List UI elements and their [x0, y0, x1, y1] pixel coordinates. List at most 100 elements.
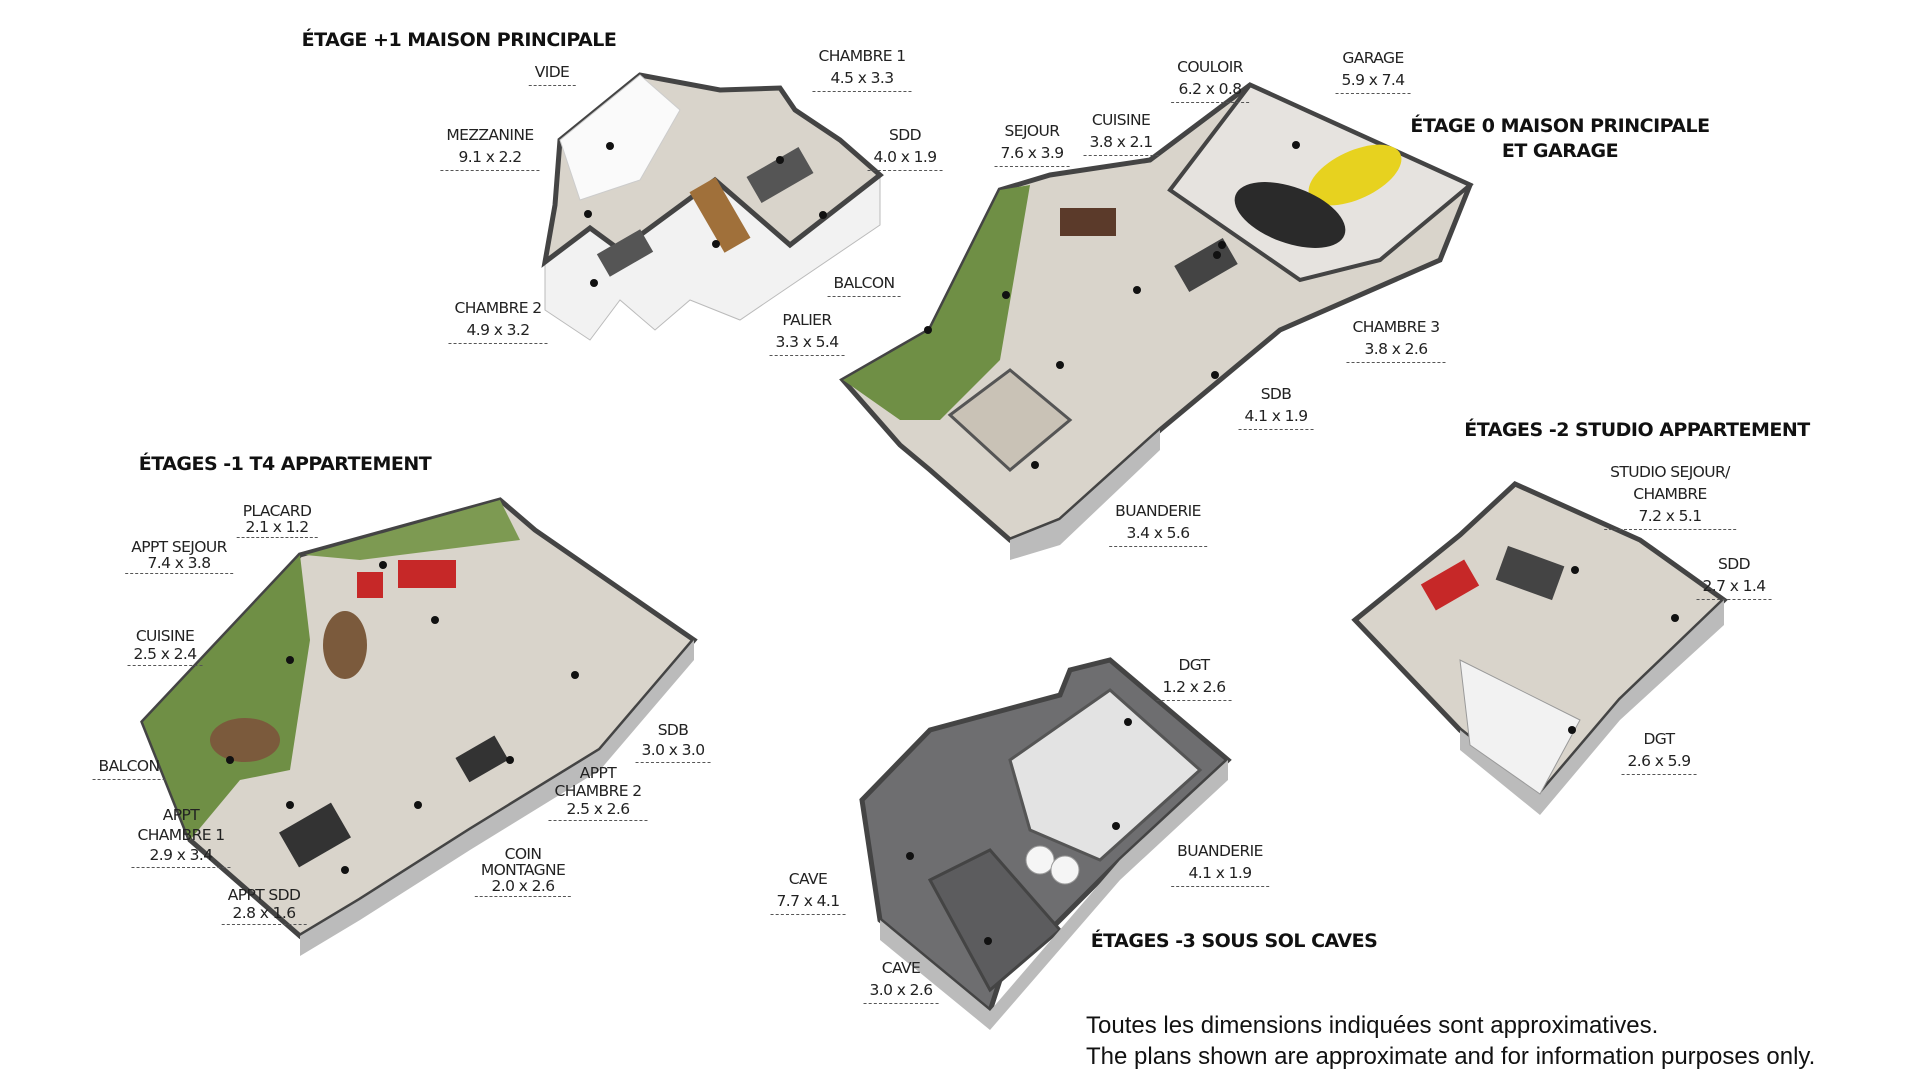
- room-label-dgt: DGT 2.6 x 5.9: [1621, 728, 1697, 775]
- room-name: CUISINE: [135, 627, 195, 645]
- room-label-garage: GARAGE 5.9 x 7.4: [1335, 47, 1411, 94]
- room-name: SDD: [889, 126, 922, 144]
- room-name-line1: APPT: [162, 806, 200, 824]
- room-name: SDD: [1718, 555, 1751, 573]
- disclaimer-fr: Toutes les dimensions indiquées sont app…: [1086, 1012, 1659, 1039]
- room-name: VIDE: [534, 63, 570, 81]
- room-dimensions: 5.9 x 7.4: [1341, 71, 1406, 89]
- room-label-vide: VIDE: [528, 61, 576, 86]
- room-name: CHAMBRE 2: [454, 299, 542, 317]
- room-name: SEJOUR: [1004, 122, 1061, 140]
- room-dimensions: 7.6 x 3.9: [1000, 144, 1065, 162]
- room-name: APPT SEJOUR: [131, 538, 227, 556]
- room-name: SDB: [1260, 385, 1292, 403]
- room-name: COULOIR: [1177, 58, 1243, 76]
- room-label-palier: PALIER 3.3 x 5.4: [769, 309, 845, 356]
- room-label-chambre-3: CHAMBRE 3 3.8 x 2.6: [1346, 316, 1446, 363]
- room-name: PALIER: [782, 311, 832, 329]
- room-name: CHAMBRE 3: [1352, 318, 1440, 336]
- room-name: APPT SDD: [227, 886, 301, 904]
- room-dimensions: 2.1 x 1.2: [245, 518, 310, 536]
- floor-minus2-title: ÉTAGES -2 STUDIO APPARTEMENT: [1464, 419, 1810, 441]
- room-label-sdd: SDD 4.0 x 1.9: [867, 124, 943, 171]
- room-dimensions: 4.1 x 1.9: [1244, 407, 1309, 425]
- room-label-sdd: SDD 2.7 x 1.4: [1696, 553, 1772, 600]
- room-dimensions: 4.9 x 3.2: [466, 321, 531, 339]
- room-name: DGT: [1643, 730, 1675, 748]
- floor-0-title-line1: ÉTAGE 0 MAISON PRINCIPALE: [1410, 115, 1710, 137]
- room-name-line2: CHAMBRE 2: [554, 782, 642, 800]
- room-dimensions: 4.1 x 1.9: [1188, 864, 1253, 882]
- room-label-chambre-2: CHAMBRE 2 4.9 x 3.2: [448, 297, 548, 344]
- room-dimensions: 3.8 x 2.6: [1364, 340, 1429, 358]
- room-label-balcon: BALCON: [827, 272, 901, 297]
- room-name-line2: MONTAGNE: [480, 861, 566, 879]
- room-dimensions: 4.0 x 1.9: [873, 148, 938, 166]
- room-label-sdb: SDB 3.0 x 3.0: [635, 720, 711, 763]
- room-name-line1: COIN: [504, 845, 542, 863]
- room-label-buanderie: BUANDERIE 3.4 x 5.6: [1109, 500, 1207, 547]
- disclaimer-en: The plans shown are approximate and for …: [1086, 1043, 1816, 1070]
- room-label-sdb: SDB 4.1 x 1.9: [1238, 383, 1314, 430]
- room-dimensions: 7.2 x 5.1: [1638, 507, 1703, 525]
- room-label-cuisine: CUISINE 3.8 x 2.1: [1083, 109, 1159, 156]
- room-dimensions: 3.3 x 5.4: [775, 333, 840, 351]
- room-dimensions: 2.5 x 2.6: [566, 800, 631, 818]
- room-markers: [226, 141, 1679, 945]
- room-dimensions: 1.2 x 2.6: [1162, 678, 1227, 696]
- floor-minus1-plan: [140, 497, 698, 956]
- room-dimensions: 7.4 x 3.8: [147, 554, 212, 572]
- room-name: SDB: [657, 721, 689, 739]
- room-name: BUANDERIE: [1115, 502, 1201, 520]
- room-name: BUANDERIE: [1177, 842, 1263, 860]
- room-name: PLACARD: [242, 502, 312, 520]
- floor-minus3-plan: [859, 657, 1232, 1030]
- room-dimensions: 3.0 x 2.6: [869, 981, 934, 999]
- room-dimensions: 4.5 x 3.3: [830, 69, 895, 87]
- room-dimensions: 2.7 x 1.4: [1702, 577, 1767, 595]
- room-dimensions: 2.5 x 2.4: [133, 645, 198, 663]
- floor-plus1-title: ÉTAGE +1 MAISON PRINCIPALE: [301, 29, 617, 51]
- floor-0-title-line2: ET GARAGE: [1501, 140, 1619, 162]
- room-name-line2: CHAMBRE 1: [137, 826, 225, 844]
- room-name: GARAGE: [1342, 49, 1404, 67]
- room-name: BALCON: [833, 274, 895, 292]
- room-name: BALCON: [98, 757, 160, 775]
- room-dimensions: 2.8 x 1.6: [232, 904, 297, 922]
- room-name: CAVE: [881, 959, 921, 977]
- room-dimensions: 6.2 x 0.8: [1178, 80, 1243, 98]
- room-label-cave: CAVE 3.0 x 2.6: [863, 957, 939, 1004]
- room-name-line1: APPT: [579, 764, 617, 782]
- room-label-dgt: DGT 1.2 x 2.6: [1156, 654, 1232, 701]
- room-dimensions: 2.9 x 3.4: [149, 846, 214, 864]
- room-name: DGT: [1178, 656, 1210, 674]
- room-dimensions: 2.0 x 2.6: [491, 877, 556, 895]
- room-dimensions: 2.6 x 5.9: [1627, 752, 1692, 770]
- room-name-line1: STUDIO SEJOUR/: [1610, 463, 1730, 481]
- room-name: MEZZANINE: [446, 126, 534, 144]
- room-dimensions: 3.4 x 5.6: [1126, 524, 1191, 542]
- room-label-mezzanine: MEZZANINE 9.1 x 2.2: [440, 124, 540, 171]
- room-label-appt-chambre-1: APPT CHAMBRE 1 2.9 x 3.4: [131, 805, 231, 868]
- floor-0-title: ÉTAGE 0 MAISON PRINCIPALE ET GARAGE: [1410, 114, 1710, 164]
- room-label-balcon: BALCON: [92, 755, 166, 780]
- room-name: CAVE: [788, 870, 828, 888]
- floor-minus1-title: ÉTAGES -1 T4 APPARTEMENT: [138, 453, 432, 475]
- floor-minus3-title: ÉTAGES -3 SOUS SOL CAVES: [1090, 930, 1378, 952]
- room-label-sejour: SEJOUR 7.6 x 3.9: [994, 120, 1070, 167]
- room-dimensions: 3.8 x 2.1: [1089, 133, 1154, 151]
- room-label-couloir: COULOIR 6.2 x 0.8: [1171, 56, 1249, 103]
- floor-0-plan: [839, 82, 1474, 560]
- room-label-buanderie: BUANDERIE 4.1 x 1.9: [1171, 840, 1269, 887]
- room-name: CUISINE: [1091, 111, 1151, 129]
- room-dimensions: 9.1 x 2.2: [458, 148, 523, 166]
- room-dimensions: 3.0 x 3.0: [641, 741, 706, 759]
